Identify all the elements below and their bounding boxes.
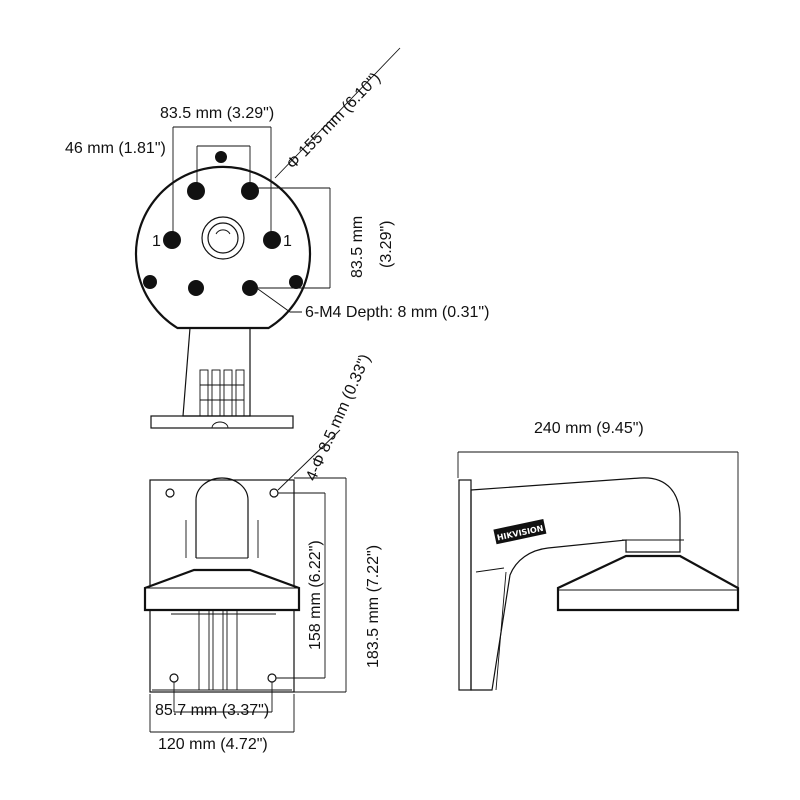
thread-callout-leader <box>257 288 302 313</box>
dim-46-label: 46 mm (1.81") <box>65 140 166 157</box>
dim-85-7-label: 85.7 mm (3.37") <box>155 702 269 719</box>
dim-158-label: 158 mm (6.22") <box>307 540 324 650</box>
top-view: 1 1 83.5 mm (3.29") 46 mm (1.81") Φ 155 … <box>65 47 489 429</box>
side-logo: HIKVISION <box>493 519 547 545</box>
screw-holes <box>143 151 303 296</box>
front-view-ribs <box>171 609 276 691</box>
dim-120-label: 120 mm (4.72") <box>158 736 268 753</box>
dim-158 <box>276 492 326 679</box>
front-view: 4-Φ 8.5 mm (0.33") 158 mm (6.22") 183.5 … <box>143 352 382 753</box>
dim-183-5-label: 183.5 mm (7.22") <box>365 545 382 668</box>
dim-83-5-horizontal-label: 83.5 mm (3.29") <box>160 105 274 122</box>
arm-neck <box>195 477 249 558</box>
dim-85-7 <box>173 682 273 713</box>
dim-diameter-155-label: Φ 155 mm (6.10") <box>284 70 384 173</box>
top-view-base-notch <box>211 421 229 429</box>
dim-4-holes-leader <box>277 429 341 491</box>
center-opening-inner <box>207 222 239 254</box>
dim-83-5-vertical <box>255 187 331 289</box>
thread-callout-label: 6-M4 Depth: 8 mm (0.31") <box>305 304 489 321</box>
side-view: 240 mm (9.45") HIKVISION <box>457 420 740 691</box>
side-dome-base <box>556 554 740 612</box>
mount-cap <box>143 568 301 612</box>
dim-120 <box>149 694 295 733</box>
center-opening <box>201 216 245 260</box>
arm-neck-edge <box>185 520 259 558</box>
side-arm <box>470 477 681 691</box>
dim-240-label: 240 mm (9.45") <box>534 420 644 437</box>
hole-mark-left: 1 <box>152 233 161 250</box>
dim-83-5-vertical-label-1: 83.5 mm <box>349 216 366 278</box>
hole-mark-right: 1 <box>283 233 292 250</box>
dim-diameter-leader <box>274 47 401 179</box>
dim-83-5-vertical-label-2: (3.29") <box>378 221 395 268</box>
side-arm-detail <box>475 567 507 691</box>
dim-46 <box>196 145 251 184</box>
top-view-base <box>150 415 294 429</box>
dim-83-5-horizontal <box>172 126 272 232</box>
dim-4-holes-label: 4-Φ 8.5 mm (0.33") <box>303 352 374 484</box>
center-opening-shade <box>215 229 231 235</box>
side-wall-plate <box>458 479 472 691</box>
dim-183-5 <box>294 477 347 693</box>
dim-240 <box>457 451 739 588</box>
top-view-ribs <box>199 369 245 417</box>
top-view-stand <box>182 327 251 417</box>
